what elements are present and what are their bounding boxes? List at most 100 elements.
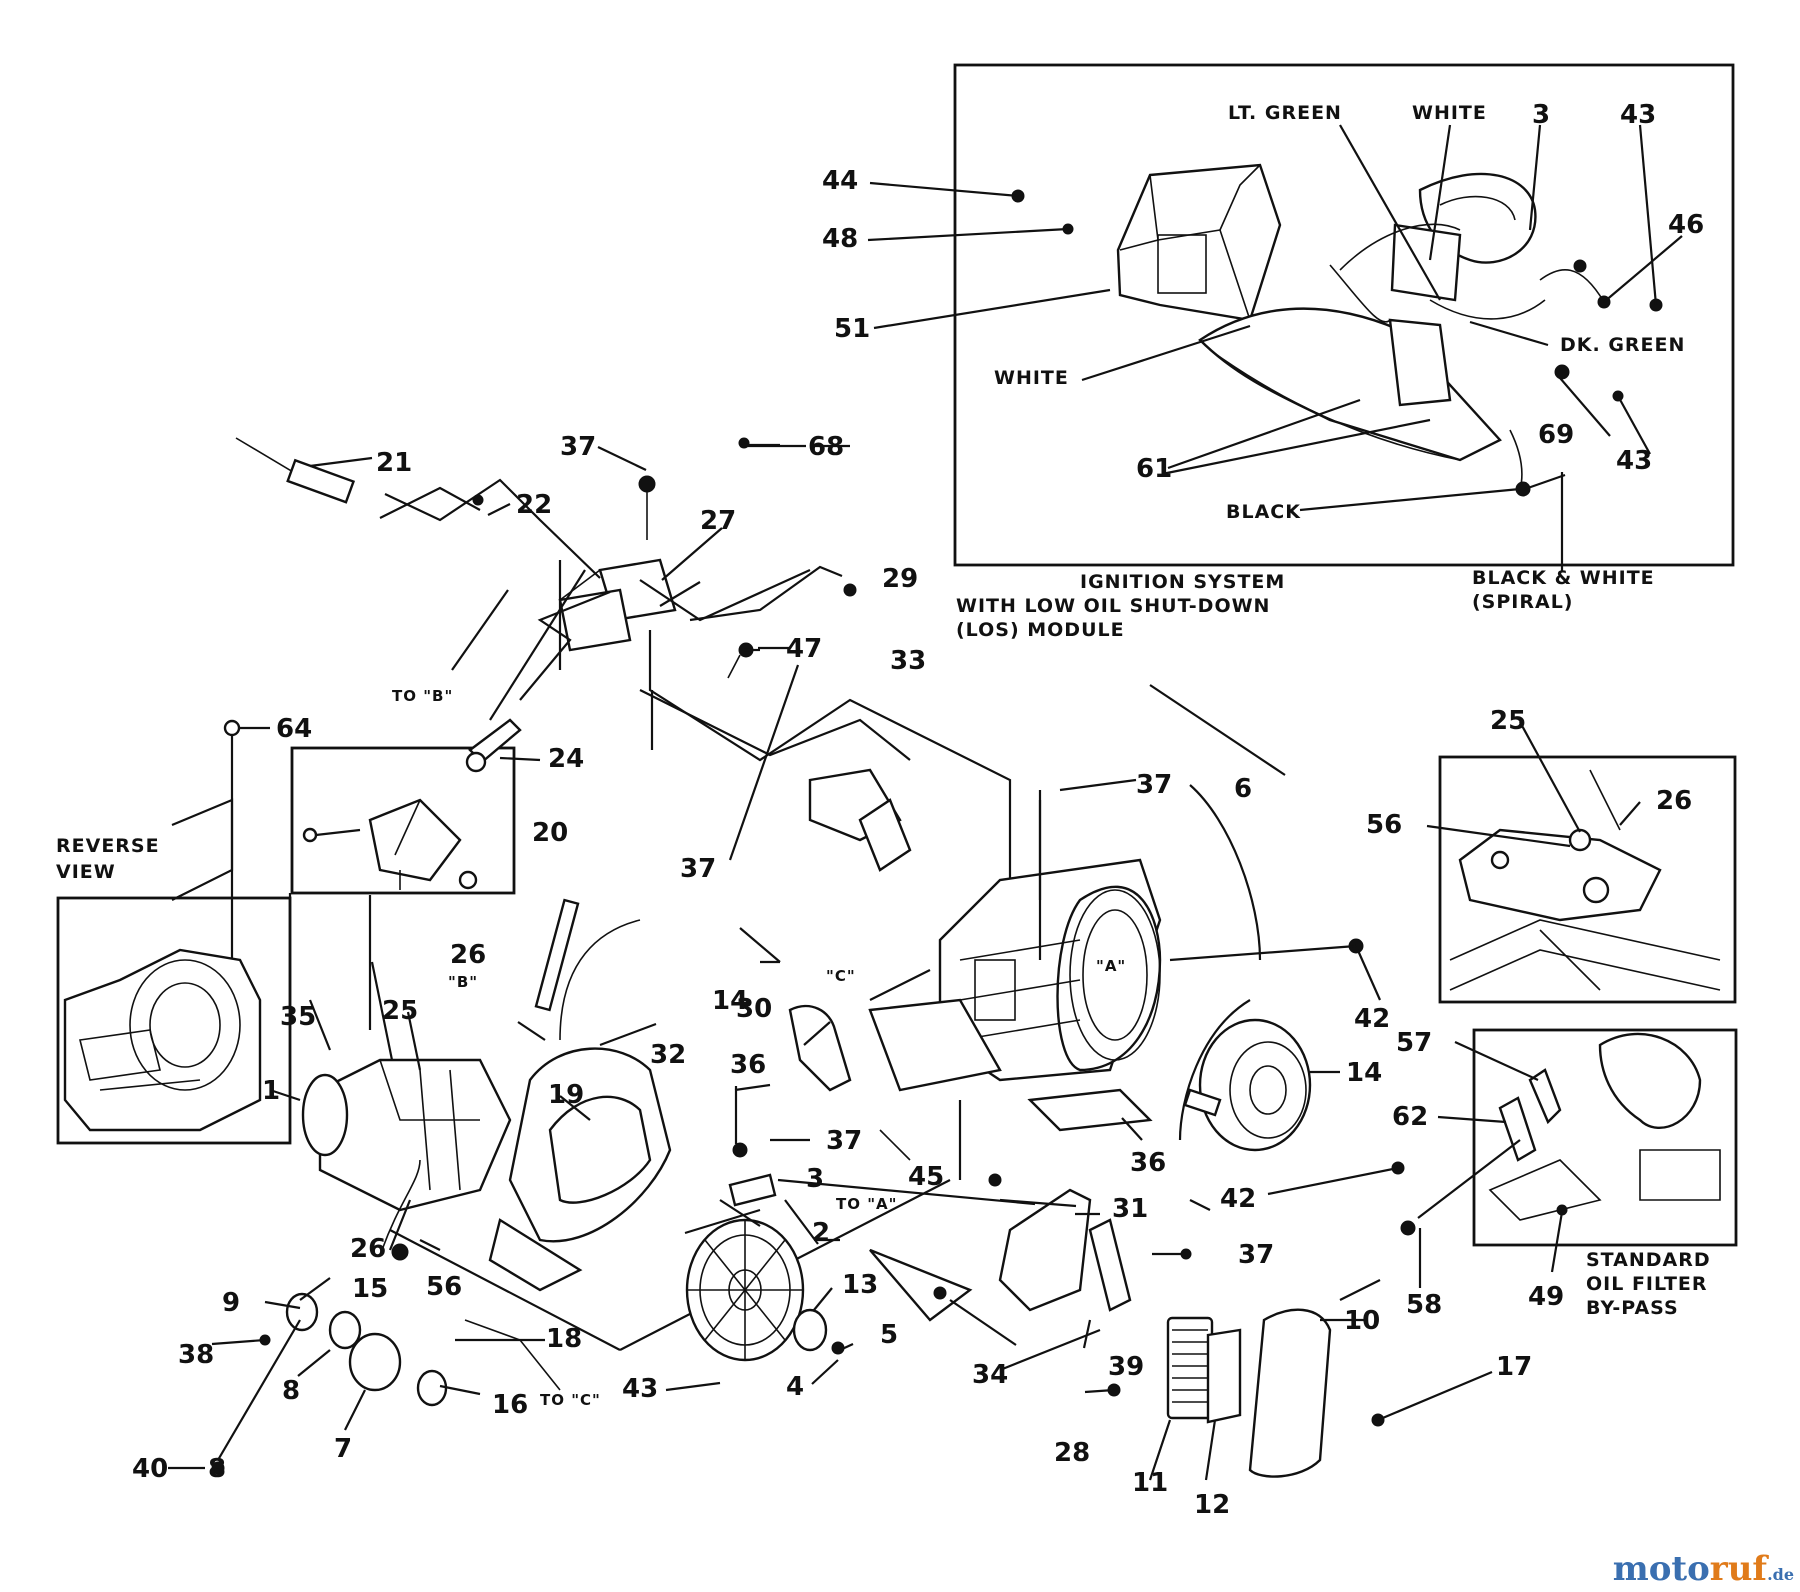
callout-11: 11 bbox=[1132, 1468, 1169, 1498]
watermark-part3: .de bbox=[1767, 1565, 1794, 1584]
callout-22: 22 bbox=[516, 490, 553, 520]
wire-label-black: BLACK bbox=[1226, 501, 1301, 523]
callout-37: 37 bbox=[680, 854, 717, 884]
caption-ignition-line1: IGNITION SYSTEM bbox=[1080, 571, 1286, 593]
callout-31: 31 bbox=[1112, 1194, 1149, 1224]
callout-61: 61 bbox=[1136, 454, 1173, 484]
callout-1: 1 bbox=[262, 1076, 281, 1106]
engine-block-drawing bbox=[788, 768, 1162, 1322]
callout-39: 39 bbox=[1108, 1352, 1145, 1382]
caption-oil-line3: BY-PASS bbox=[1586, 1297, 1679, 1319]
callout-35: 35 bbox=[280, 1002, 317, 1032]
callout-15: 15 bbox=[352, 1274, 389, 1304]
callout-12: 12 bbox=[1194, 1490, 1231, 1520]
callout-36: 36 bbox=[730, 1050, 767, 1080]
governor-parts-drawing bbox=[302, 798, 478, 890]
callout-58: 58 bbox=[1406, 1290, 1443, 1320]
mark-b: "B" bbox=[448, 973, 479, 991]
callout-14: 14 bbox=[712, 986, 749, 1016]
callout-36: 36 bbox=[1130, 1148, 1167, 1178]
watermark-part2: ruf bbox=[1709, 1549, 1768, 1589]
reverse-view-drawing bbox=[63, 948, 262, 1132]
wire-label-white-top: WHITE bbox=[1412, 102, 1487, 124]
lower-leaders bbox=[168, 664, 1641, 1481]
callout-37: 37 bbox=[560, 432, 597, 462]
flywheel-drawing bbox=[685, 1218, 845, 1362]
caption-reverse-line2: VIEW bbox=[56, 861, 116, 883]
callout-34: 34 bbox=[972, 1360, 1009, 1390]
wire-label-dk-green: DK. GREEN bbox=[1560, 334, 1686, 356]
callout-28: 28 bbox=[1054, 1438, 1091, 1468]
callout-25: 25 bbox=[1490, 706, 1527, 736]
ignition-leaders bbox=[867, 124, 1683, 572]
carburetor-drawing bbox=[211, 898, 641, 1475]
ignition-module-drawing bbox=[1011, 163, 1663, 497]
oil-filter-inset-drawing bbox=[1400, 1032, 1721, 1236]
caption-ignition-line3: (LOS) MODULE bbox=[956, 619, 1125, 641]
callout-42: 42 bbox=[1220, 1184, 1257, 1214]
wire-label-spiral: (SPIRAL) bbox=[1472, 591, 1574, 613]
callout-46: 46 bbox=[1668, 210, 1705, 240]
callout-8: 8 bbox=[208, 1454, 227, 1484]
callout-51: 51 bbox=[834, 314, 871, 344]
callout-26: 26 bbox=[1656, 786, 1693, 816]
watermark-logo: motoruf.de bbox=[1613, 1552, 1794, 1586]
callout-62: 62 bbox=[1392, 1102, 1429, 1132]
throttle-bracket-drawing bbox=[223, 437, 857, 773]
callout-18: 18 bbox=[546, 1324, 583, 1354]
callout-20: 20 bbox=[532, 818, 569, 848]
mark-a: "A" bbox=[1096, 957, 1127, 975]
callout-47: 47 bbox=[786, 634, 823, 664]
callout-3: 3 bbox=[806, 1164, 825, 1194]
callout-13: 13 bbox=[842, 1270, 879, 1300]
callout-68: 68 bbox=[808, 432, 845, 462]
callout-49: 49 bbox=[1528, 1282, 1565, 1312]
ref-to-a: TO "A" bbox=[836, 1195, 898, 1213]
callout-2: 2 bbox=[812, 1218, 831, 1248]
callout-56: 56 bbox=[1366, 810, 1403, 840]
callout-6: 6 bbox=[1234, 774, 1253, 804]
connecting-lines bbox=[171, 478, 1262, 1351]
callout-33: 33 bbox=[890, 646, 927, 676]
callout-37: 37 bbox=[1238, 1240, 1275, 1270]
mark-c: "C" bbox=[826, 967, 856, 985]
callout-43: 43 bbox=[1616, 446, 1653, 476]
callout-9: 9 bbox=[222, 1288, 241, 1318]
callout-44: 44 bbox=[822, 166, 859, 196]
callout-45: 45 bbox=[908, 1162, 945, 1192]
ref-to-c: TO "C" bbox=[540, 1391, 601, 1409]
callout-38: 38 bbox=[178, 1340, 215, 1370]
callout-14: 14 bbox=[1346, 1058, 1383, 1088]
caption-oil-line2: OIL FILTER bbox=[1586, 1273, 1708, 1295]
callout-57: 57 bbox=[1396, 1028, 1433, 1058]
starter-pulley-drawing bbox=[1183, 938, 1405, 1175]
callout-5: 5 bbox=[880, 1320, 899, 1350]
callout-27: 27 bbox=[700, 506, 737, 536]
governor-inset-frame bbox=[290, 746, 516, 895]
callout-43: 43 bbox=[1620, 100, 1657, 130]
callout-30: 30 bbox=[736, 994, 773, 1024]
callout-37: 37 bbox=[1136, 770, 1173, 800]
callout-3: 3 bbox=[1532, 100, 1551, 130]
callout-17: 17 bbox=[1496, 1352, 1533, 1382]
callout-7: 7 bbox=[334, 1434, 353, 1464]
caption-ignition-line2: WITH LOW OIL SHUT-DOWN bbox=[956, 595, 1271, 617]
callout-40: 40 bbox=[132, 1454, 169, 1484]
callout-19: 19 bbox=[548, 1080, 585, 1110]
caption-oil-line1: STANDARD bbox=[1586, 1249, 1711, 1271]
callout-64: 64 bbox=[276, 714, 313, 744]
caption-reverse-line1: REVERSE bbox=[56, 835, 160, 857]
ref-to-b: TO "B" bbox=[392, 687, 454, 705]
callout-25: 25 bbox=[382, 996, 419, 1026]
callout-48: 48 bbox=[822, 224, 859, 254]
gasket-inset-frame bbox=[1438, 755, 1737, 1004]
callout-21: 21 bbox=[376, 448, 413, 478]
callout-32: 32 bbox=[650, 1040, 687, 1070]
callout-10: 10 bbox=[1344, 1306, 1381, 1336]
callout-24: 24 bbox=[548, 744, 585, 774]
wire-label-lt-green: LT. GREEN bbox=[1228, 102, 1342, 124]
callout-8: 8 bbox=[282, 1376, 301, 1406]
callout-29: 29 bbox=[882, 564, 919, 594]
callout-16: 16 bbox=[492, 1390, 529, 1420]
callout-43: 43 bbox=[622, 1374, 659, 1404]
